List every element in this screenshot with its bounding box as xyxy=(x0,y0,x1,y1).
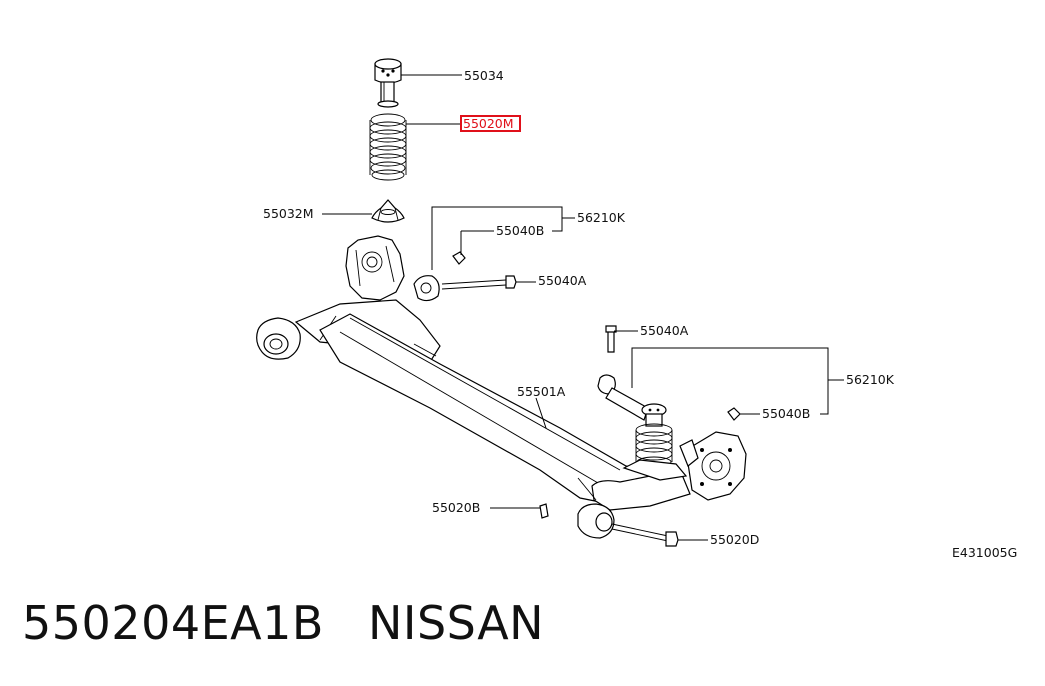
left-spring-tower xyxy=(345,235,405,301)
callout-55040B-right: 55040B xyxy=(762,406,810,421)
callout-55034: 55034 xyxy=(464,68,504,83)
callout-55032M: 55032M xyxy=(263,206,314,221)
bushing-55040B-right xyxy=(727,407,741,421)
right-shock-assembly xyxy=(597,325,688,481)
callout-55020M: 55020M xyxy=(463,116,514,131)
bracket-56210K-right xyxy=(631,347,829,415)
caption-brand: NISSAN xyxy=(367,596,545,650)
callout-55501A: 55501A xyxy=(517,384,566,399)
lower-eye-bushing xyxy=(577,503,615,539)
leader-55501A xyxy=(535,397,547,429)
coil-spring-55020M xyxy=(369,113,407,181)
spring-seat-55032M xyxy=(371,199,405,223)
right-hub-plate xyxy=(679,431,747,501)
callout-55040A-right: 55040A xyxy=(640,323,689,338)
axle-beam-55501A xyxy=(256,299,691,511)
bump-stop-55034 xyxy=(374,58,402,108)
diagram-code: E431005G xyxy=(952,545,1017,560)
callout-55040B-top: 55040B xyxy=(496,223,544,238)
callout-55040A-top: 55040A xyxy=(538,273,587,288)
callout-55020D: 55020D xyxy=(710,532,759,547)
bushing-55040B-top xyxy=(452,251,466,265)
callout-56210K-top: 56210K xyxy=(577,210,626,225)
callout-56210K-right: 56210K xyxy=(846,372,895,387)
caption: 550204EA1B NISSAN xyxy=(22,596,544,650)
bushing-55020B xyxy=(539,503,549,519)
bolt-55020D xyxy=(611,523,679,547)
caption-part-number: 550204EA1B xyxy=(22,596,324,650)
bracket-56210K-top xyxy=(431,206,563,270)
highlight-box-55020M xyxy=(460,115,521,132)
callout-55020B: 55020B xyxy=(432,500,480,515)
bolt-55040A-top xyxy=(413,275,517,302)
